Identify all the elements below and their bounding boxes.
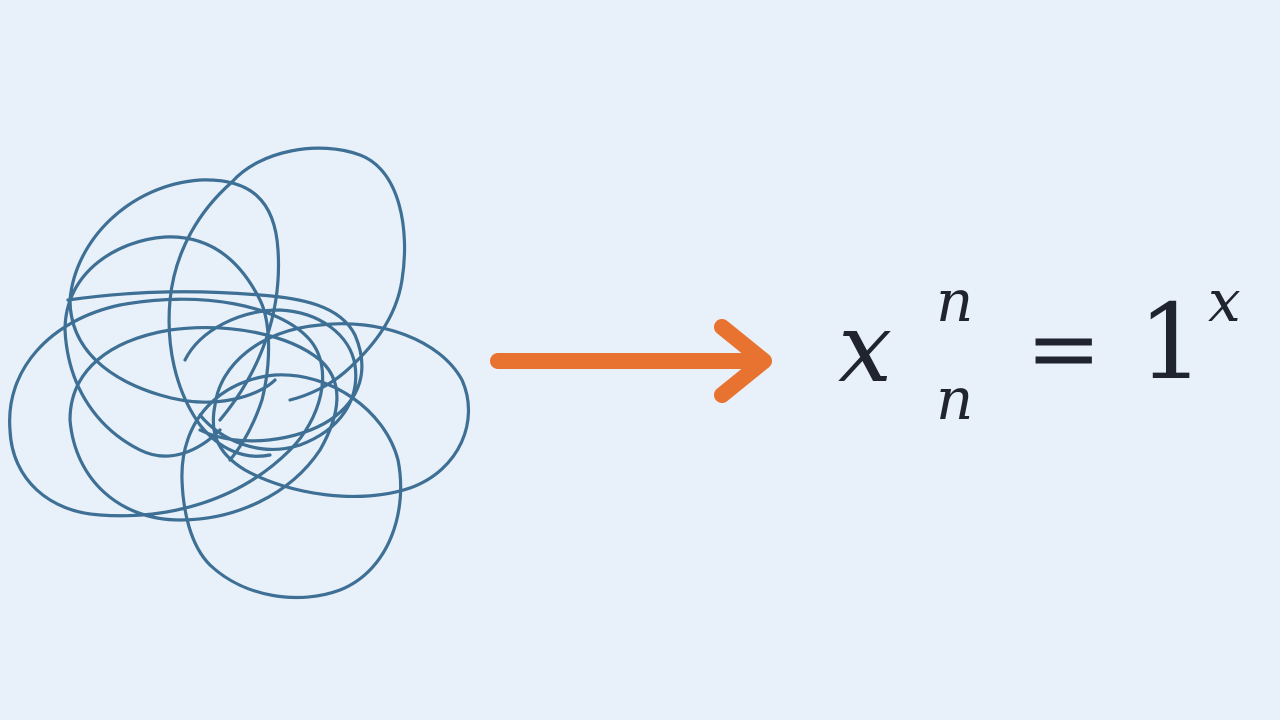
formula-rhs-superscript: x (1208, 267, 1241, 335)
formula-superscript: n (936, 267, 974, 335)
formula-base: x (838, 292, 893, 404)
formula-subscript: n (936, 365, 974, 433)
formula-equals: = (1026, 296, 1102, 401)
formula-rhs-base: 1 (1138, 281, 1205, 403)
